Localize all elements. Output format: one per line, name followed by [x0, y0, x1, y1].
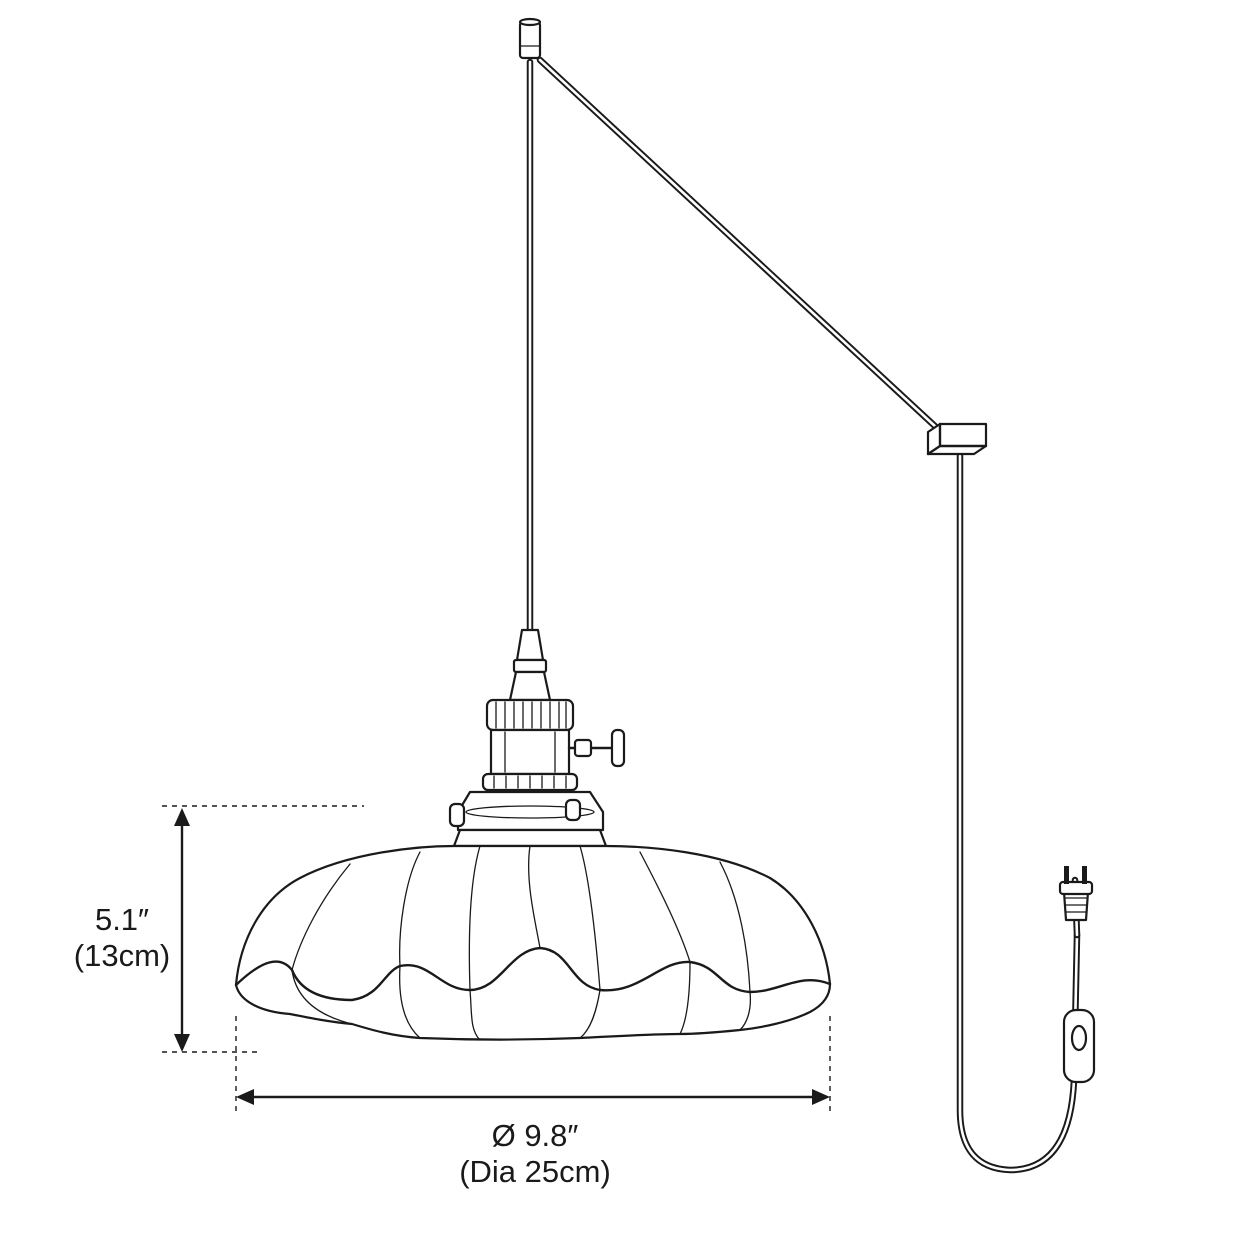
height-metric-text: (13cm): [73, 938, 171, 973]
swag-hook-icon: [926, 422, 988, 456]
height-dimension-label: 5.1″ (13cm): [62, 902, 182, 974]
diameter-dimension: [235, 1016, 831, 1116]
ceiling-hook-icon: [518, 17, 542, 60]
height-dimension: [162, 805, 364, 1053]
ruffled-glass-shade-icon: [234, 828, 832, 1041]
diameter-metric-text: (Dia 25cm): [459, 1154, 611, 1189]
diameter-dimension-label: Ø 9.8″ (Dia 25cm): [390, 1118, 680, 1190]
plug-icon: [1058, 866, 1094, 922]
inline-switch-icon: [1062, 1008, 1096, 1084]
swag-cord: [536, 56, 1081, 1174]
height-imperial-text: 5.1″: [94, 902, 150, 937]
diameter-imperial-text: Ø 9.8″: [491, 1118, 579, 1153]
lamp-socket-icon: [448, 628, 626, 832]
